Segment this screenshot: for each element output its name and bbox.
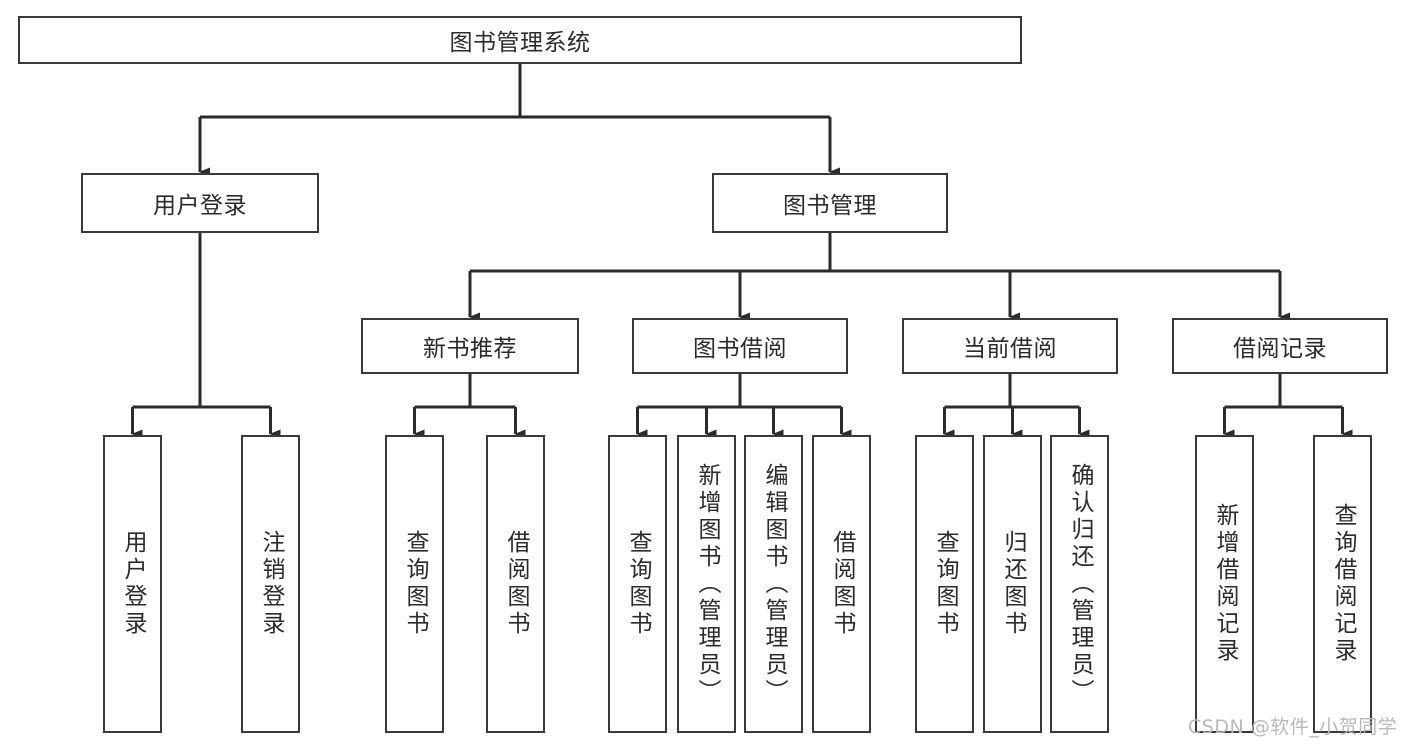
node-label-leaf-confirm-return-admin: 确认归还（管理员） bbox=[1067, 462, 1093, 706]
node-label-leaf-user-login: 用户登录 bbox=[120, 530, 146, 638]
node-leaf-add-borrow-record[interactable]: 新增借阅记录 bbox=[1195, 435, 1254, 733]
node-label-user-login: 用户登录 bbox=[153, 193, 247, 219]
node-label-leaf-user-logout: 注销登录 bbox=[258, 530, 284, 638]
node-leaf-return-book[interactable]: 归还图书 bbox=[983, 435, 1042, 733]
node-leaf-edit-book-admin[interactable]: 编辑图书（管理员） bbox=[744, 435, 803, 733]
node-label-book-borrow: 图书借阅 bbox=[693, 336, 787, 362]
node-label-leaf-query-book-borrow: 查询图书 bbox=[625, 530, 651, 638]
node-label-leaf-query-borrow-record: 查询借阅记录 bbox=[1330, 503, 1356, 665]
node-label-leaf-edit-book-admin: 编辑图书（管理员） bbox=[761, 462, 787, 706]
node-label-leaf-add-borrow-record: 新增借阅记录 bbox=[1212, 503, 1238, 665]
node-leaf-query-book-borrow[interactable]: 查询图书 bbox=[608, 435, 667, 733]
node-label-current-borrow: 当前借阅 bbox=[963, 336, 1057, 362]
node-new-book-rec[interactable]: 新书推荐 bbox=[361, 318, 579, 374]
node-label-book-manage: 图书管理 bbox=[783, 193, 877, 219]
node-book-borrow[interactable]: 图书借阅 bbox=[632, 318, 848, 374]
node-label-leaf-borrow-book-rec: 借阅图书 bbox=[503, 530, 529, 638]
edge-layer bbox=[131, 64, 1353, 439]
node-label-root: 图书管理系统 bbox=[449, 30, 591, 56]
node-label-leaf-query-book-rec: 查询图书 bbox=[402, 530, 428, 638]
watermark-label: CSDN @软件_小贺同学 bbox=[1188, 716, 1398, 738]
node-root[interactable]: 图书管理系统 bbox=[18, 16, 1022, 64]
node-leaf-query-book-current[interactable]: 查询图书 bbox=[915, 435, 974, 733]
node-label-leaf-return-book: 归还图书 bbox=[1000, 530, 1026, 638]
node-label-borrow-record: 借阅记录 bbox=[1233, 336, 1327, 362]
node-leaf-query-borrow-record[interactable]: 查询借阅记录 bbox=[1313, 435, 1372, 733]
node-label-leaf-add-book-admin: 新增图书（管理员） bbox=[694, 462, 720, 706]
node-label-leaf-query-book-current: 查询图书 bbox=[932, 530, 958, 638]
node-book-manage[interactable]: 图书管理 bbox=[712, 173, 948, 233]
node-user-login[interactable]: 用户登录 bbox=[81, 173, 319, 233]
node-label-new-book-rec: 新书推荐 bbox=[423, 336, 517, 362]
node-leaf-borrow-book[interactable]: 借阅图书 bbox=[812, 435, 871, 733]
node-label-leaf-borrow-book: 借阅图书 bbox=[829, 530, 855, 638]
node-leaf-user-logout[interactable]: 注销登录 bbox=[241, 435, 300, 733]
node-current-borrow[interactable]: 当前借阅 bbox=[902, 318, 1118, 374]
node-borrow-record[interactable]: 借阅记录 bbox=[1172, 318, 1388, 374]
node-leaf-confirm-return-admin[interactable]: 确认归还（管理员） bbox=[1050, 435, 1109, 733]
node-leaf-borrow-book-rec[interactable]: 借阅图书 bbox=[486, 435, 545, 733]
node-leaf-query-book-rec[interactable]: 查询图书 bbox=[385, 435, 444, 733]
node-leaf-add-book-admin[interactable]: 新增图书（管理员） bbox=[677, 435, 736, 733]
node-leaf-user-login[interactable]: 用户登录 bbox=[103, 435, 162, 733]
